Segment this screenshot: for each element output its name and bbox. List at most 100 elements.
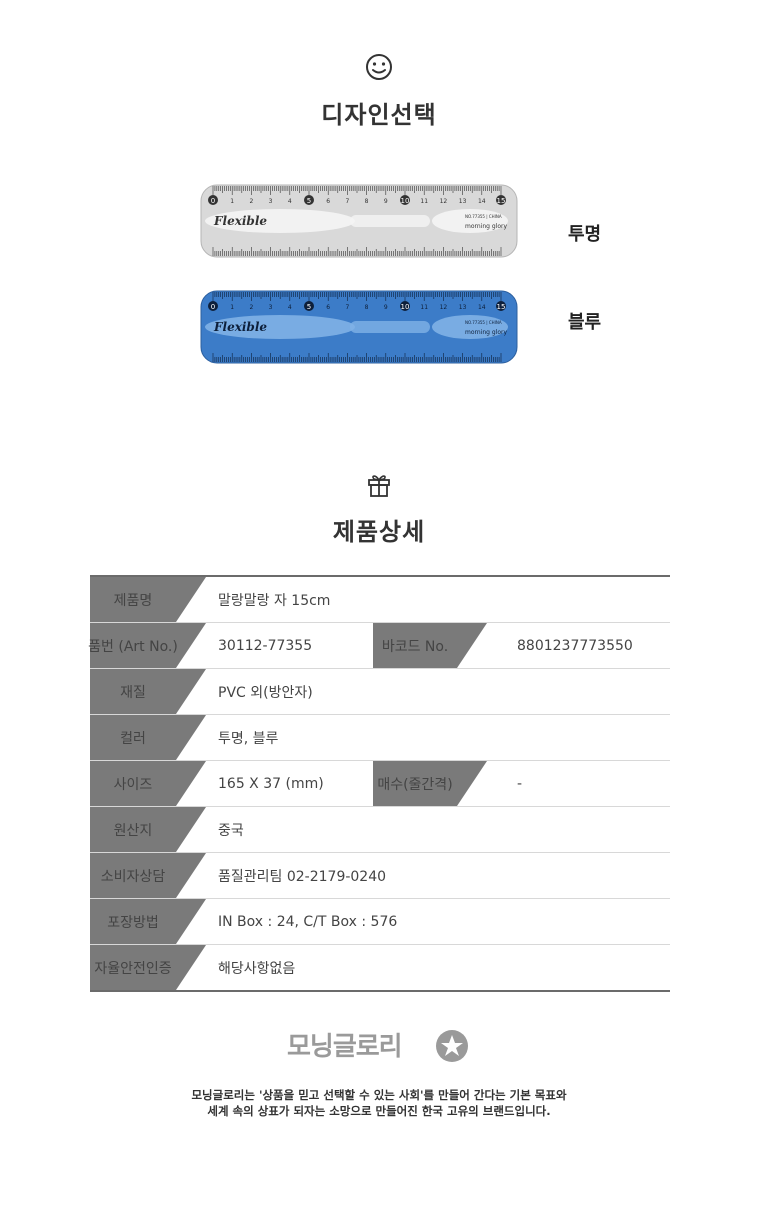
ruler-code-text: NO.77355 | CHINA [465,320,502,325]
spec-header-secondary-label: 바코드 No. [381,638,449,655]
spec-header-label: 소비자상담 [100,868,166,885]
ruler-major-marker [400,195,410,205]
ruler-maker-text: morning glory [465,223,507,230]
spec-header-label: 재질 [120,684,146,701]
variant-label-blue: 블루 [568,312,602,333]
ruler-tick-label: 10 [401,303,410,311]
spec-header: 컬러 [90,714,206,761]
ruler-tick-label: 8 [365,304,369,311]
morning-glory-logo: 모닝글로리 [285,1022,475,1072]
logo-text: 모닝글로리 [287,1032,402,1062]
spec-row: 재질 PVC 외(방안자) [90,668,670,715]
ruler-tick-label: 6 [326,304,330,311]
spec-row: 포장방법 IN Box : 24, C/T Box : 576 [90,898,670,945]
spec-header-secondary-label: 매수(줄간격) [377,776,453,793]
spec-row: 품번 (Art No.) 30112-77355 바코드 No. 8801237773… [88,622,670,669]
brand-tagline: 모닝글로리는 '상품을 믿고 선택할 수 있는 사회'를 만들어 간다는 기본 … [0,1087,758,1119]
ruler-major-marker [304,301,314,311]
variant-label-clear: 투명 [568,224,602,245]
spec-value-secondary: - [487,760,670,807]
spec-value: 투명, 블루 [206,714,670,761]
spec-value: 해당사항없음 [206,944,670,992]
spec-header: 원산지 [90,806,206,853]
ruler-brand-text: Flexible [213,320,267,334]
ruler-tick-label: 9 [384,198,388,205]
spec-row: 자율안전인증 해당사항없음 [90,944,670,992]
ruler-tick-label: 9 [384,304,388,311]
spec-value: 30112-77355 [206,622,373,669]
spec-header-label: 컬러 [120,730,146,747]
spec-header-secondary: 매수(줄간격) [373,760,487,807]
ruler-tick-label: 12 [440,304,448,311]
spec-header: 품번 (Art No.) [88,622,206,669]
spec-header-label: 제품명 [113,592,153,609]
spec-row: 제품명 말랑말랑 자 15cm [90,576,670,623]
ruler-major-marker [304,195,314,205]
spec-value: 중국 [206,806,670,853]
ruler-tick-label: 12 [440,198,448,205]
spec-header: 제품명 [90,576,206,623]
tagline-line-2: 세계 속의 상표가 되자는 소망으로 만들어진 한국 고유의 브랜드입니다. [207,1104,551,1118]
spec-header: 재질 [90,668,206,715]
spec-row: 소비자상담 품질관리팀 02-2179-0240 [90,852,670,899]
design-section-title: 디자인선택 [321,101,437,129]
ruler-tick-label: 1 [230,198,234,205]
spec-value: 말랑말랑 자 15cm [206,576,670,623]
spec-value: 165 X 37 (mm) [206,760,373,807]
spec-header-label: 사이즈 [113,776,153,793]
ruler-tick-label: 3 [269,198,273,205]
spec-header: 포장방법 [90,898,206,945]
spec-header-label: 원산지 [113,822,153,839]
spec-header-label: 자율안전인증 [94,960,172,977]
ruler-tick-label: 2 [249,198,253,205]
ruler-tick-label: 11 [420,304,428,311]
ruler-code-text: NO.77355 | CHINA [465,214,502,219]
spec-value: PVC 외(방안자) [206,668,670,715]
ruler-tick-label: 11 [420,198,428,205]
spec-row: 원산지 중국 [90,806,670,853]
ruler-tick-label: 7 [345,198,349,205]
ruler-tick-label: 15 [497,197,506,205]
ruler-tick-label: 6 [326,198,330,205]
ruler-brand-text: Flexible [213,214,267,228]
smiley-icon [0,52,758,86]
spec-value-secondary: 8801237773550 [487,622,670,669]
ruler-tick-label: 3 [269,304,273,311]
ruler-major-marker [208,301,218,311]
ruler-tick-label: 13 [459,304,467,311]
ruler-tick-label: 0 [211,197,215,205]
ruler-tick-label: 4 [288,304,292,311]
ruler-major-marker [208,195,218,205]
details-section-title: 제품상세 [332,518,426,546]
ruler-tick-label: 13 [459,198,467,205]
ruler-tick-label: 1 [230,304,234,311]
spec-header: 소비자상담 [90,852,206,899]
tagline-line-1: 모닝글로리는 '상품을 믿고 선택할 수 있는 사회'를 만들어 간다는 기본 … [191,1088,567,1102]
spec-header: 자율안전인증 [90,944,206,992]
spec-header-secondary: 바코드 No. [373,622,487,669]
ruler-tick-label: 4 [288,198,292,205]
ruler-tick-label: 5 [307,303,311,311]
ruler-maker-text: morning glory [465,329,507,336]
ruler-tick-label: 14 [478,304,486,311]
ruler-major-marker [496,195,506,205]
ruler-tick-label: 2 [249,304,253,311]
ruler-tick-label: 8 [365,198,369,205]
ruler-tick-label: 14 [478,198,486,205]
spec-value: 품질관리팀 02-2179-0240 [206,852,670,899]
spec-header-label: 포장방법 [107,914,159,931]
ruler-major-marker [496,301,506,311]
spec-row: 사이즈 165 X 37 (mm)매수(줄간격) - [90,760,670,807]
spec-header: 사이즈 [90,760,206,807]
gift-icon [0,470,758,502]
ruler-tick-label: 15 [497,303,506,311]
ruler-tick-label: 7 [345,304,349,311]
spec-row: 컬러 투명, 블루 [90,714,670,761]
spec-value: IN Box : 24, C/T Box : 576 [206,898,670,945]
spec-header-label: 품번 (Art No.) [88,638,178,655]
ruler-tick-label: 5 [307,197,311,205]
ruler-tick-label: 10 [401,197,410,205]
ruler-major-marker [400,301,410,311]
